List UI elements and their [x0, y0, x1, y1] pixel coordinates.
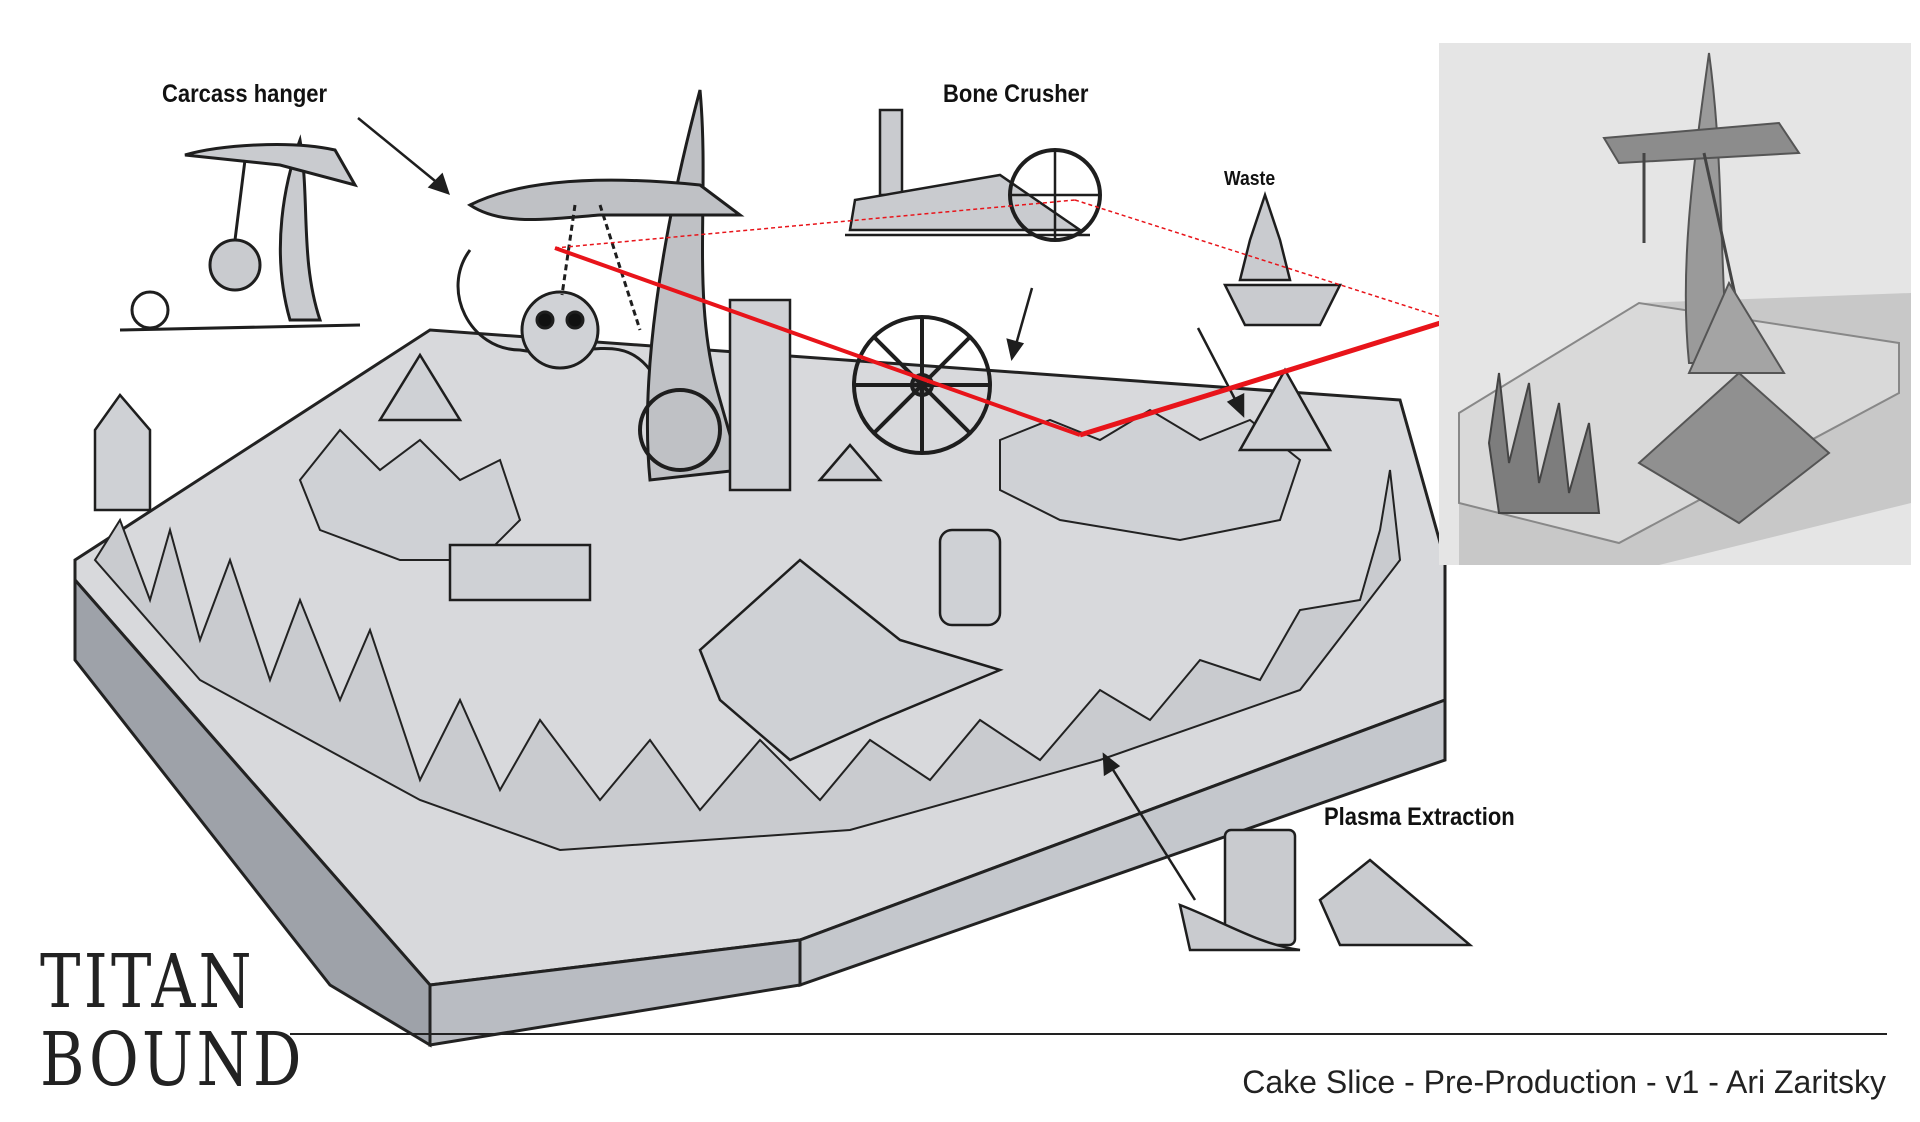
plasma-extraction-sketch — [1178, 828, 1474, 952]
footer-divider — [290, 1033, 1887, 1035]
carcass-hanger-tree — [456, 89, 745, 482]
palisade-fence — [93, 408, 1402, 852]
diorama-structures — [93, 298, 1333, 762]
titan-bound-logo: TITAN BOUND — [40, 943, 363, 1099]
waste-sketch — [1222, 191, 1343, 327]
pointer-arrows — [357, 117, 1245, 901]
model-render-inset — [1439, 43, 1911, 565]
bone-crusher-sketch — [845, 108, 1102, 242]
model-render-graphic — [1439, 43, 1911, 565]
carcass-hanger-sketch — [119, 134, 361, 332]
plasma-extraction-label: Plasma Extraction — [1324, 803, 1515, 831]
waste-label: Waste — [1224, 168, 1276, 190]
bone-crusher-wheel — [638, 315, 992, 472]
credit-caption: Cake Slice - Pre-Production - v1 - Ari Z… — [1242, 1064, 1886, 1100]
red-highlight-lines — [554, 199, 1451, 438]
carcass-hanger-label: Carcass hanger — [162, 80, 328, 108]
bone-crusher-label: Bone Crusher — [943, 80, 1089, 108]
logo-line-2: BOUND — [40, 1017, 305, 1103]
logo-line-1: TITAN — [40, 939, 255, 1025]
